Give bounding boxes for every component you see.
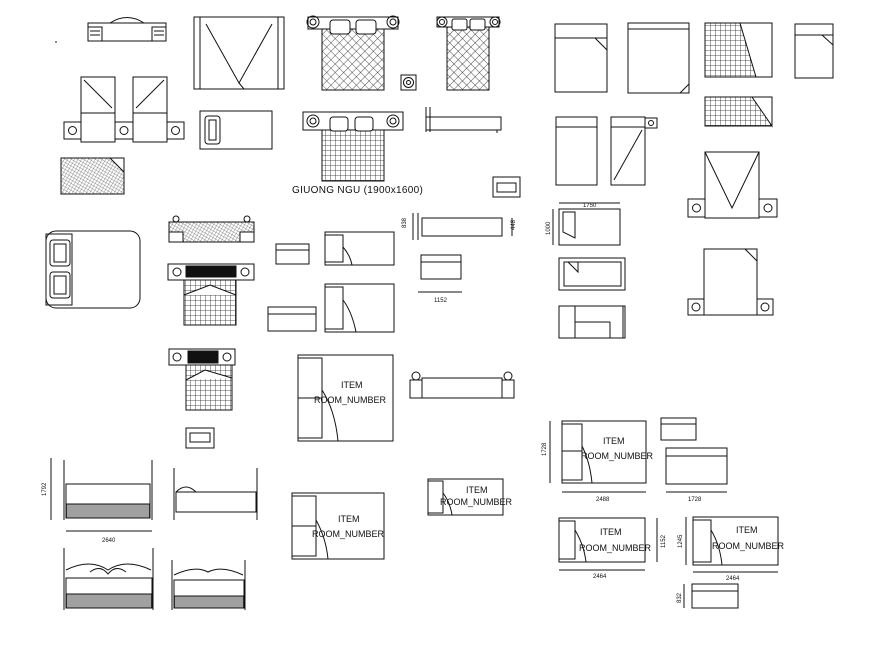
dimension-2488: 2488 — [596, 497, 610, 503]
item-label-2: ITEM — [338, 514, 360, 524]
dimension-1152-b: 1152 — [661, 534, 667, 548]
room-number-label-6: ROOM_NUMBER — [712, 541, 785, 551]
dimension-1792: 1792 — [42, 482, 48, 496]
item-label-4: ITEM — [603, 436, 625, 446]
item-bed-large: ITEM ROOM_NUMBER — [297, 354, 394, 442]
bed-elevation-832: 832 — [677, 583, 739, 609]
bed-dimensioned-1750: 1750 1000 — [546, 202, 621, 246]
ornate-bed-front-1 — [63, 548, 154, 610]
item-bed-small: ITEM ROOM_NUMBER — [427, 478, 513, 516]
single-bed-corner — [794, 23, 834, 79]
four-poster-bed-side: 1792 2640 — [42, 458, 153, 544]
drawing-caption: GIUONG NGU (1900x1600) — [292, 185, 423, 196]
item-bed-medium: ITEM ROOM_NUMBER — [291, 492, 385, 560]
bed-diagonal-nightstands — [687, 151, 778, 219]
bed-checkered-diagonal — [704, 22, 773, 78]
double-bed-diagonal-sheet — [193, 16, 285, 90]
dimension-448: 448 — [511, 219, 517, 230]
dimension-838: 838 — [402, 217, 408, 228]
bed-sheet-fold-1 — [324, 231, 395, 266]
double-bed-grid — [302, 111, 404, 182]
dimension-832: 832 — [677, 592, 683, 603]
bed-folded-corner-1 — [554, 23, 608, 93]
blanket-grid — [704, 96, 773, 128]
room-number-label-1: ROOM_NUMBER — [314, 395, 387, 405]
room-number-label-4: ROOM_NUMBER — [581, 451, 654, 461]
item-bed-dimensioned-2488: ITEM ROOM_NUMBER 1728 2488 — [542, 420, 654, 503]
ornate-bed-front-2 — [171, 560, 246, 610]
headboard-elevation-ornate — [168, 215, 255, 243]
bed-elevation-dimensioned: 838 448 — [402, 213, 517, 240]
twin-beds-right — [555, 116, 658, 186]
bed-plain-nightstands — [687, 248, 774, 316]
room-number-label-5: ROOM_NUMBER — [579, 543, 652, 553]
dimension-1245: 1245 — [678, 534, 684, 548]
bed-side-elevation — [425, 107, 502, 133]
bed-front-elevation: 1152 — [418, 254, 462, 304]
dimension-1728: 1728 — [542, 442, 548, 456]
item-label-5: ITEM — [600, 527, 622, 537]
item-label-3: ITEM — [466, 485, 488, 495]
ottoman-2 — [185, 427, 215, 449]
ottoman — [492, 176, 521, 198]
bed-frame-small — [558, 305, 626, 339]
dimension-1152: 1152 — [434, 298, 448, 304]
dimension-1728-b: 1728 — [688, 497, 702, 503]
night-lamp — [400, 74, 417, 91]
large-bed-pillows — [45, 230, 141, 309]
twin-beds-pair — [63, 76, 185, 143]
bed-corner-small — [558, 257, 626, 291]
double-bed-quilted-small — [436, 16, 501, 91]
bed-side-table-small — [275, 243, 310, 265]
bed-sheet-fold-2 — [324, 283, 395, 333]
dimension-1750: 1750 — [583, 203, 597, 209]
bed-plain-1 — [627, 22, 690, 94]
bed-elevation-low — [267, 306, 317, 332]
headboard-elevation-lamps — [409, 371, 515, 399]
bed-elevation-1728: 1728 — [665, 447, 728, 503]
item-bed-dimensioned-2464-b: ITEM ROOM_NUMBER 1245 2464 — [678, 516, 785, 582]
item-label-1: ITEM — [341, 380, 363, 390]
room-number-label-3: ROOM_NUMBER — [440, 497, 513, 507]
single-bed-top-view — [199, 110, 273, 150]
double-bed-quilted — [306, 15, 400, 91]
bed-elevation-1 — [660, 417, 697, 441]
room-number-label-2: ROOM_NUMBER — [312, 529, 385, 539]
single-bed-checkered — [168, 348, 236, 411]
dimension-2464-b: 2464 — [726, 576, 740, 582]
double-bed-checkered — [167, 263, 255, 326]
dimension-1000: 1000 — [546, 221, 552, 235]
dimension-2640: 2640 — [102, 538, 116, 544]
blanket-folded — [60, 157, 125, 195]
dimension-2464: 2464 — [593, 574, 607, 580]
four-poster-bed-side-2 — [173, 468, 258, 520]
item-bed-dimensioned-2464: ITEM ROOM_NUMBER 2464 1152 — [558, 517, 667, 580]
bed-headboard-top-view — [55, 17, 167, 43]
item-label-6: ITEM — [736, 525, 758, 535]
